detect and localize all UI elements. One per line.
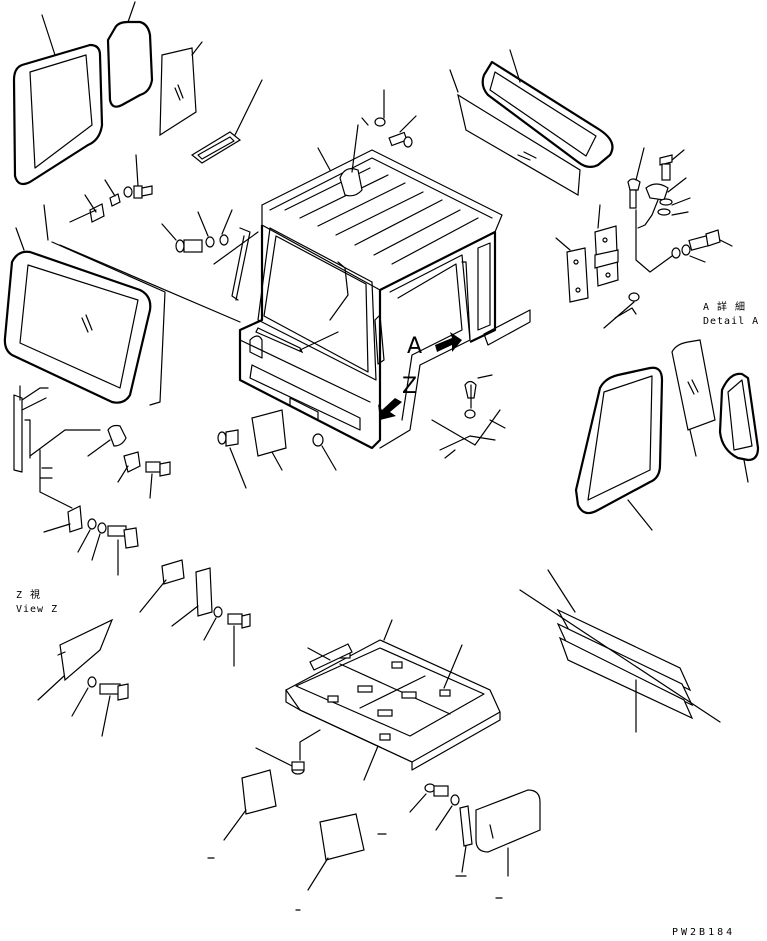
bolt-set-front [161, 209, 233, 253]
rubber-pad-left [223, 769, 277, 841]
view-arrow-a [435, 332, 462, 352]
drawing-code: PW2B184 [672, 927, 736, 938]
detail-a-hinge [555, 204, 619, 303]
small-window-seal [106, 1, 154, 108]
view-letter-z: Z [402, 374, 418, 399]
roof-bolt [374, 89, 417, 148]
door-window-glass [671, 339, 716, 457]
view-arrow-z [378, 398, 402, 420]
view-z-plates [37, 559, 251, 737]
roof-window-seal [481, 49, 614, 169]
detail-a-label-jp: A 詳 細 [703, 302, 747, 313]
bolt-set-upper-left [69, 154, 153, 223]
side-window-seal [3, 227, 152, 404]
view-z-bracket [13, 385, 171, 576]
handle-bolt [431, 374, 506, 459]
floor-plate [255, 619, 501, 781]
lower-front-parts [217, 409, 337, 489]
floor-mat-strips [519, 569, 721, 733]
label-plate [190, 79, 263, 164]
door-window-seal [574, 366, 664, 531]
cab-body [213, 117, 531, 450]
roof-window-glass [449, 69, 581, 196]
view-z-label-jp: Z 視 [16, 590, 42, 601]
side-window-glass [43, 204, 241, 406]
detail-a-label-en: Detail A [703, 316, 760, 327]
rear-window-seal [12, 14, 104, 186]
door-small-seal [718, 372, 760, 483]
small-window-glass [159, 41, 203, 137]
detail-a-bolts [603, 147, 733, 329]
view-z-label-en: View Z [16, 604, 59, 615]
view-letter-a: A [407, 334, 423, 359]
rubber-pad-center [307, 813, 365, 891]
side-cover-and-bolts [207, 783, 541, 911]
